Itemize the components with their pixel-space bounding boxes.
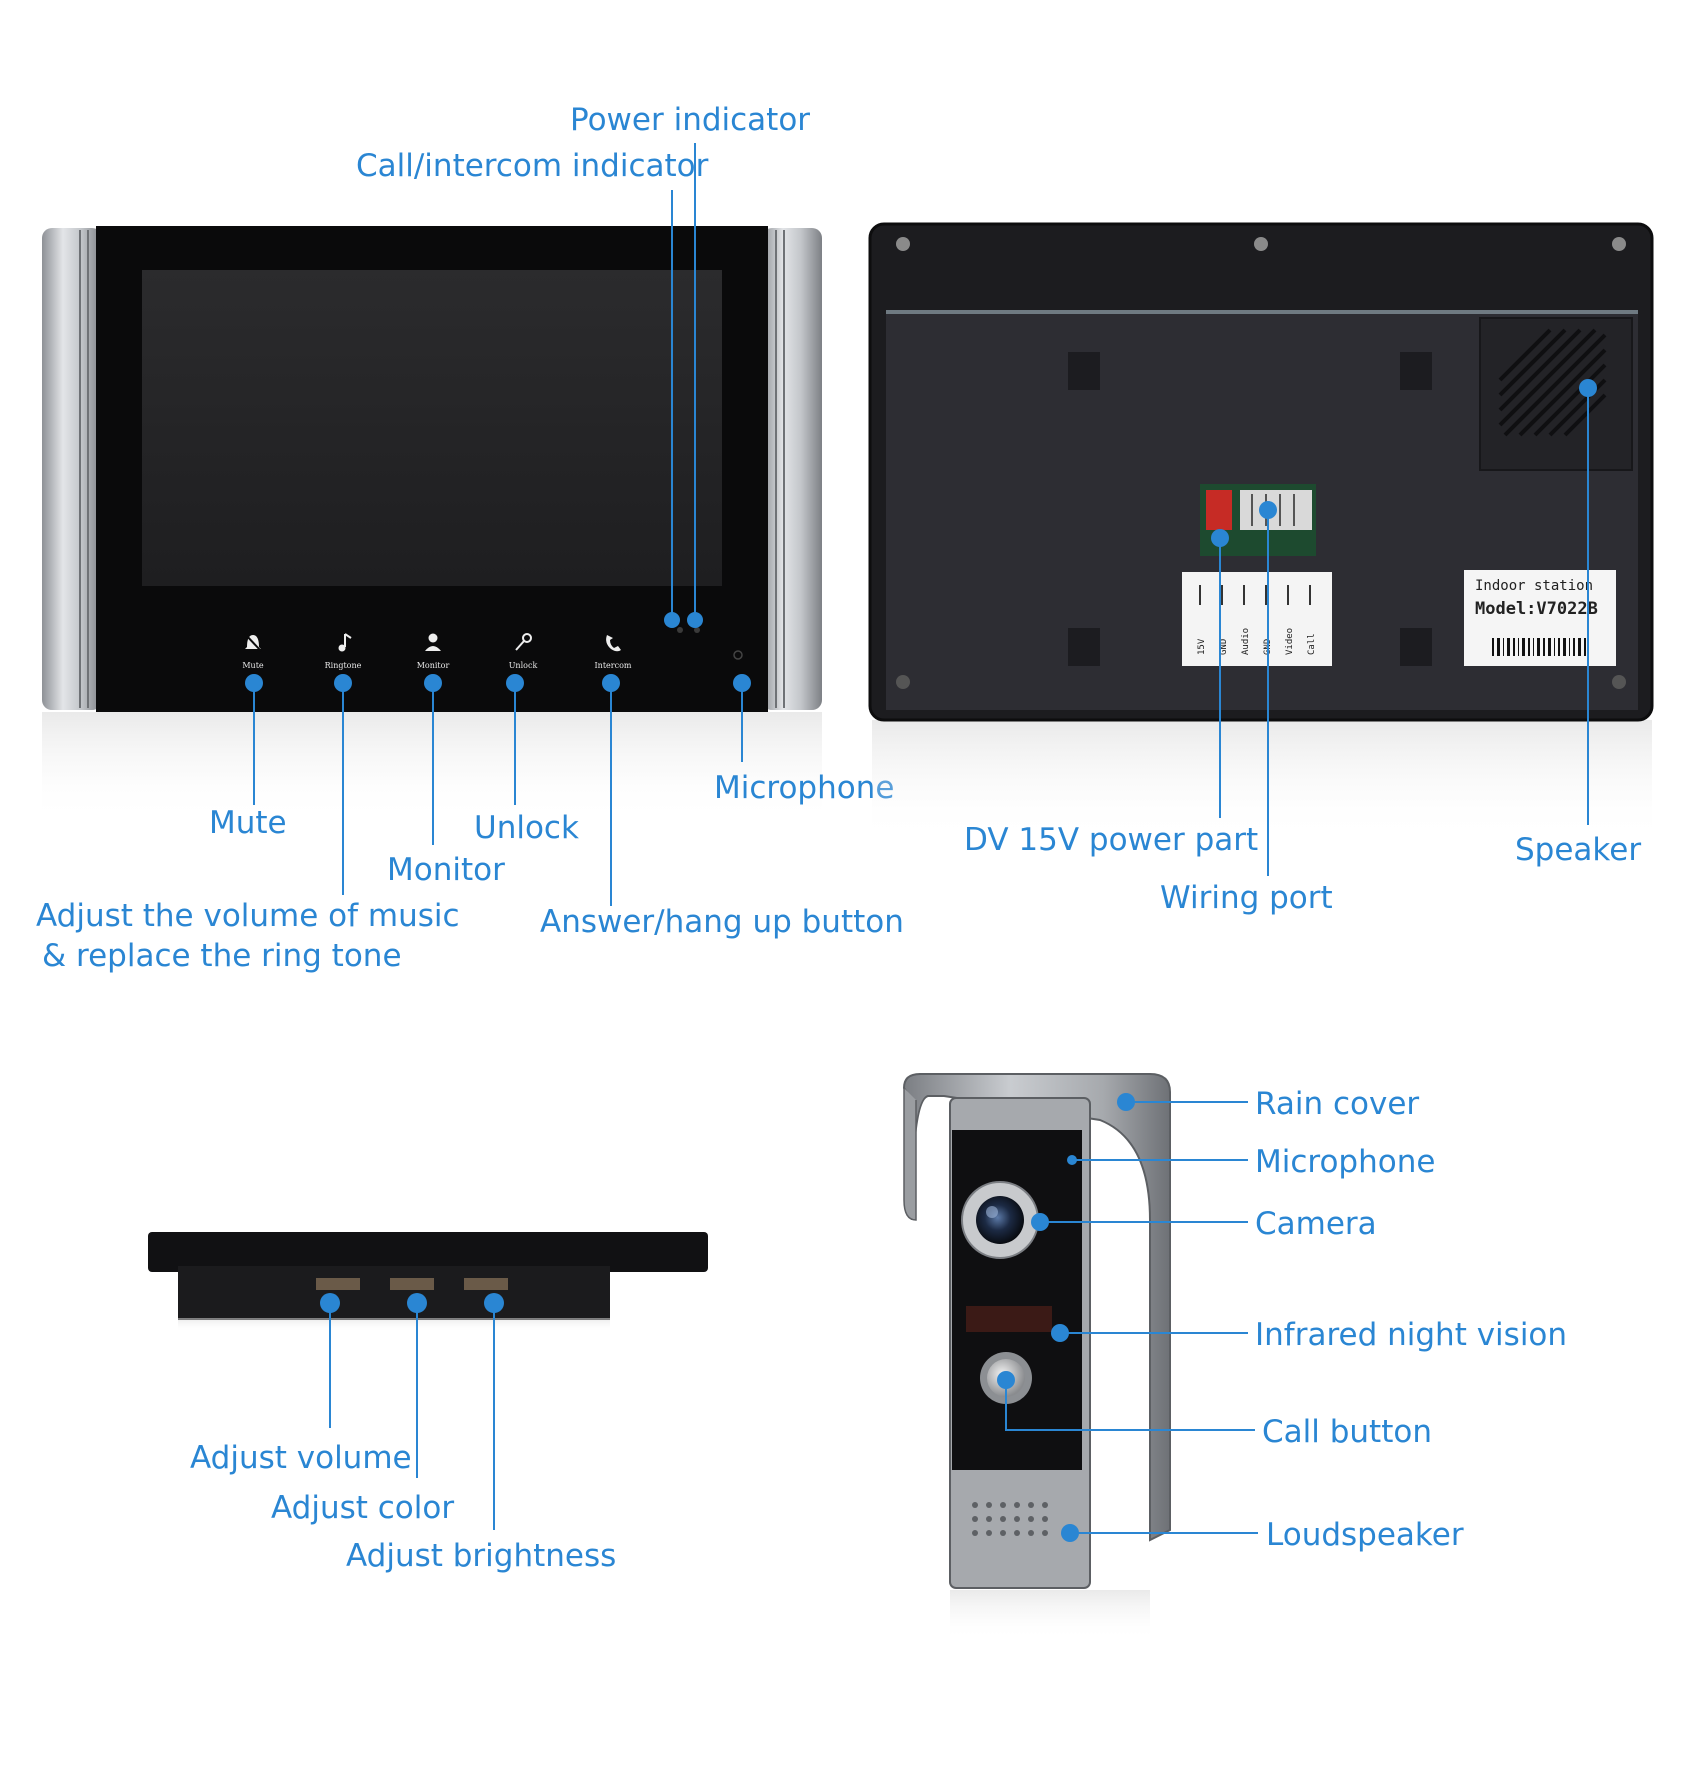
button-monitor[interactable]: Monitor (417, 633, 450, 671)
label-call-button: Call button (1262, 1414, 1432, 1450)
button-unlock-label: Unlock (509, 661, 538, 670)
phone-icon (606, 635, 621, 652)
label-unlock: Unlock (474, 810, 579, 846)
monitor-screen (142, 270, 722, 586)
label-loudspeaker: Loudspeaker (1266, 1517, 1464, 1553)
camera-lens (976, 1196, 1024, 1244)
terminal-label-call: Call (1307, 633, 1317, 655)
sticker-model: Model:V7022B (1475, 599, 1598, 619)
label-adjust-volume: Adjust volume (190, 1440, 412, 1476)
label-volume-line2: & replace the ring tone (42, 938, 402, 974)
label-back-speaker: Speaker (1515, 832, 1641, 868)
label-infrared: Infrared night vision (1255, 1317, 1567, 1353)
front-monitor-callouts (253, 143, 743, 906)
back-monitor-callout-dots (1211, 379, 1597, 547)
terminal-label-video: Video (1285, 628, 1295, 655)
button-intercom[interactable]: Intercom (595, 635, 632, 670)
button-ringtone-label: Ringtone (325, 661, 362, 670)
side-color-wheel (390, 1278, 434, 1290)
label-call-indicator: Call/intercom indicator (356, 148, 709, 184)
label-rain-cover: Rain cover (1255, 1086, 1419, 1122)
bell-off-icon (244, 633, 262, 652)
back-speaker-grille (1479, 317, 1633, 471)
camera-face-panel (952, 1130, 1082, 1470)
side-volume-wheel (316, 1278, 360, 1290)
label-mute: Mute (209, 805, 287, 841)
front-monitor: Mute Ringtone Monitor Unlock (42, 226, 822, 822)
label-adjust-brightness: Adjust brightness (346, 1538, 616, 1574)
label-power-port: DV 15V power part (964, 822, 1258, 858)
label-camera-microphone: Microphone (1255, 1144, 1435, 1180)
terminal-label-gnd-1: GND (1219, 639, 1229, 655)
door-camera-callout-dots (997, 1093, 1135, 1542)
model-sticker: Indoor station Model:V7022B (1464, 570, 1616, 666)
infrared-window (966, 1306, 1052, 1332)
back-monitor: 15V GND Audio GND Video Call Indoor stat… (868, 222, 1654, 840)
sticker-indoor-station: Indoor station (1475, 578, 1593, 594)
button-mute[interactable]: Mute (242, 633, 264, 670)
key-icon (515, 633, 532, 651)
terminal-label-audio: Audio (1241, 628, 1251, 655)
left-silver-bezel (42, 228, 102, 710)
side-monitor-callouts (329, 1303, 495, 1530)
front-monitor-callout-dots (245, 612, 751, 692)
label-front-microphone: Microphone (714, 770, 894, 806)
call-indicator-led (677, 627, 683, 633)
terminal-label-sticker: 15V GND Audio GND Video Call (1182, 572, 1332, 666)
label-camera: Camera (1255, 1206, 1377, 1242)
label-answer: Answer/hang up button (540, 904, 904, 940)
front-microphone-hole (733, 650, 743, 660)
user-icon (425, 633, 441, 651)
button-intercom-label: Intercom (595, 661, 632, 670)
button-mute-label: Mute (242, 661, 264, 670)
button-monitor-label: Monitor (417, 661, 450, 670)
button-unlock[interactable]: Unlock (509, 633, 538, 670)
door-camera-callouts (1005, 1101, 1258, 1534)
right-silver-bezel (762, 228, 822, 710)
music-note-icon (338, 633, 352, 652)
terminal-label-15v: 15V (1197, 638, 1207, 655)
barcode (1492, 638, 1586, 656)
side-monitor-top-edge (148, 1232, 708, 1272)
back-monitor-callouts (1219, 388, 1589, 876)
label-wiring-port: Wiring port (1160, 880, 1333, 916)
side-brightness-wheel (464, 1278, 508, 1290)
side-monitor (148, 1232, 708, 1332)
label-adjust-color: Adjust color (271, 1490, 454, 1526)
label-volume-line1: Adjust the volume of music (36, 898, 460, 934)
power-indicator-led (694, 627, 700, 633)
door-camera-reflection (950, 1590, 1150, 1640)
door-camera (902, 1073, 1171, 1640)
side-monitor-base (178, 1266, 610, 1320)
loudspeaker-grille (972, 1502, 1048, 1536)
side-monitor-callout-dots (320, 1293, 504, 1313)
button-ringtone[interactable]: Ringtone (325, 633, 362, 670)
label-power-indicator: Power indicator (570, 102, 810, 138)
label-monitor: Monitor (387, 852, 505, 888)
back-monitor-reflection (872, 720, 1652, 840)
